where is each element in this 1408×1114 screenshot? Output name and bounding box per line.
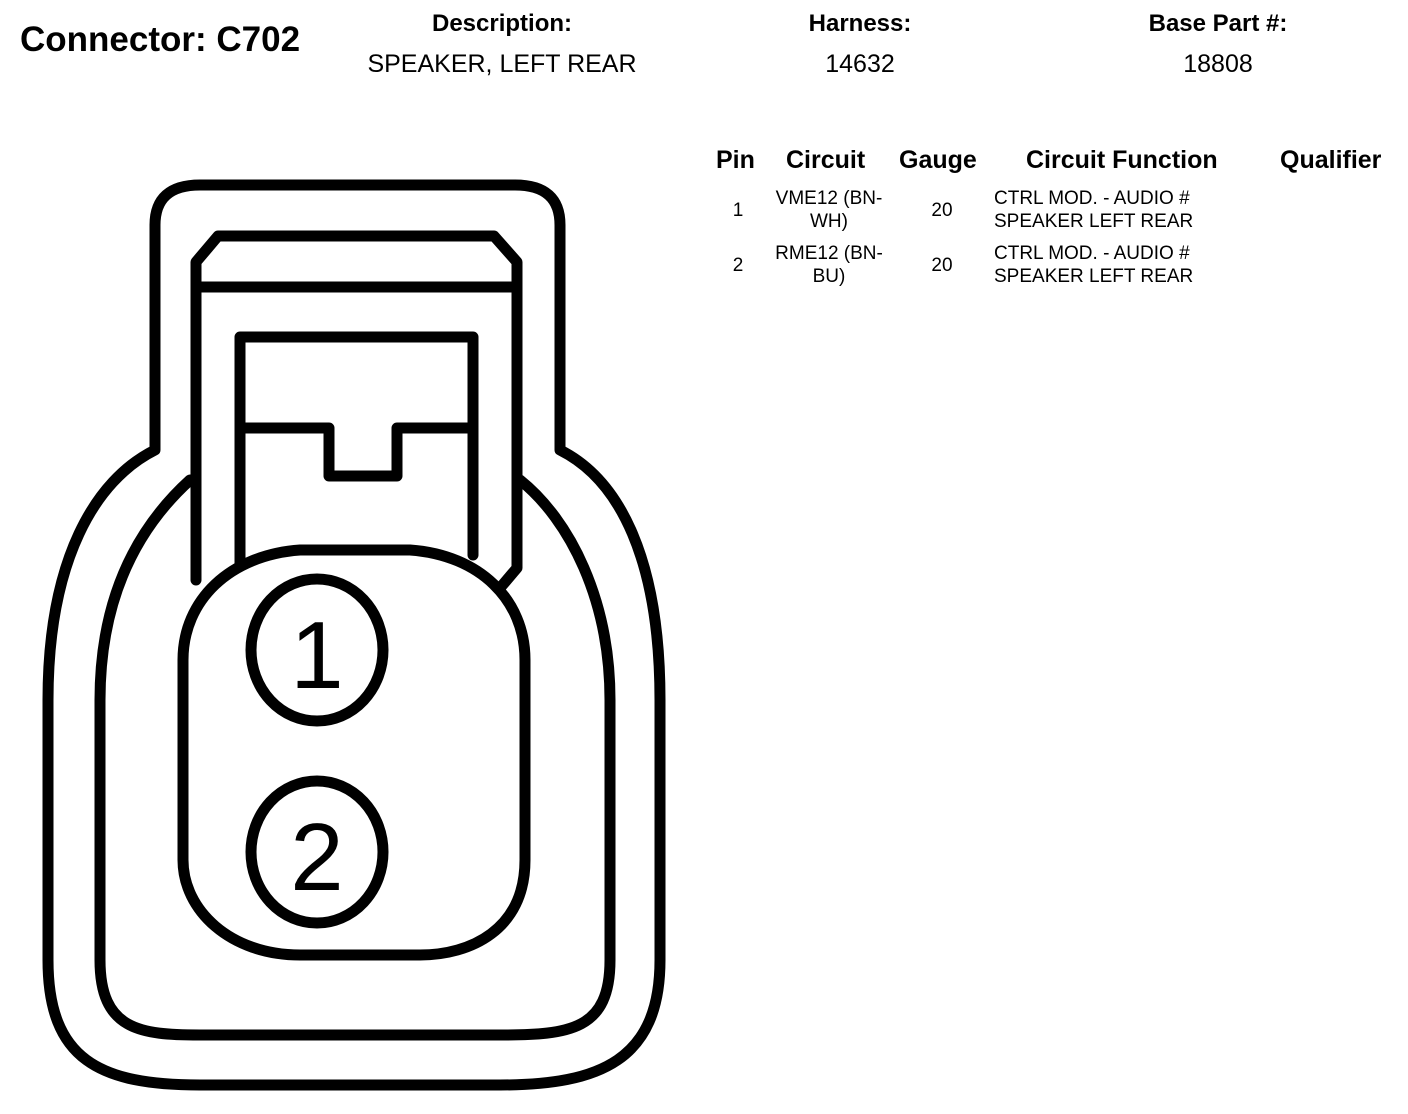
row-function-line2: SPEAKER LEFT REAR <box>994 211 1194 232</box>
harness-value: 14632 <box>825 50 895 78</box>
latch-notch <box>234 422 479 482</box>
column-header-gauge: Gauge <box>899 146 977 174</box>
connector-outer-housing <box>42 179 666 1091</box>
description-label: Description: <box>431 10 572 37</box>
row-function-line1: CTRL MOD. - AUDIO # <box>994 188 1190 209</box>
base-part-value: 18808 <box>1183 50 1253 78</box>
row-circuit-line2: WH) <box>810 211 848 232</box>
column-header-function: Circuit Function <box>1026 146 1218 174</box>
latch-box <box>234 331 479 571</box>
column-header-qualifier: Qualifier <box>1280 146 1382 174</box>
row-pin: 2 <box>732 255 744 276</box>
row-function: CTRL MOD. - AUDIO # SPEAKER LEFT REAR <box>994 187 1234 233</box>
row-function-line1: CTRL MOD. - AUDIO # <box>994 243 1190 264</box>
row-gauge: 20 <box>931 200 953 221</box>
column-header-circuit: Circuit <box>786 146 866 174</box>
pin-2-label: 2 <box>290 804 343 911</box>
row-pin: 1 <box>732 200 744 221</box>
pin-2-circle <box>245 775 389 929</box>
column-header-pin: Pin <box>716 146 755 174</box>
row-circuit-line2: BU) <box>812 266 846 287</box>
row-circuit: RME12 (BN- BU) <box>762 242 896 288</box>
description-value: SPEAKER, LEFT REAR <box>367 50 637 78</box>
row-circuit: VME12 (BN- WH) <box>762 187 896 233</box>
row-function-line2: SPEAKER LEFT REAR <box>994 266 1194 287</box>
pin-1-label: 1 <box>290 602 343 709</box>
base-part-label: Base Part #: <box>1148 10 1288 37</box>
connector-title: Connector: C702 <box>20 20 301 59</box>
connector-face-drawing: 1 2 <box>42 179 666 1091</box>
row-circuit-line1: VME12 (BN- <box>775 188 883 209</box>
lock-tab <box>190 230 523 594</box>
harness-label: Harness: <box>808 10 912 37</box>
connector-inner-housing <box>94 474 616 1041</box>
pin-1-circle <box>245 573 389 727</box>
row-function: CTRL MOD. - AUDIO # SPEAKER LEFT REAR <box>994 242 1234 288</box>
row-gauge: 20 <box>931 255 953 276</box>
row-circuit-line1: RME12 (BN- <box>775 243 883 264</box>
